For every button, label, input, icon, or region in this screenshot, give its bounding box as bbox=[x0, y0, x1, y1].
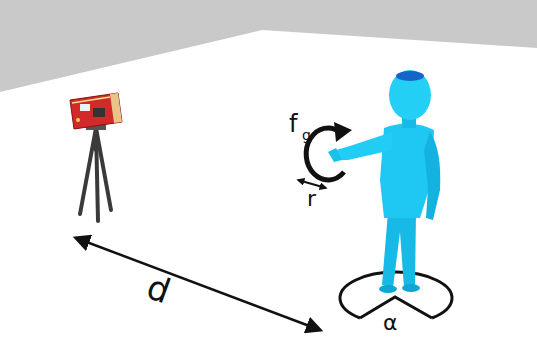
rotation-arrowhead bbox=[334, 122, 352, 142]
angle-label: α bbox=[383, 312, 398, 334]
distance-arrow bbox=[76, 238, 320, 330]
radar-board bbox=[70, 93, 122, 129]
frequency-label: f bbox=[289, 112, 297, 136]
frequency-subscript: g bbox=[302, 128, 311, 142]
distance-label: d bbox=[143, 269, 175, 308]
person-figure bbox=[328, 70, 440, 293]
wall bbox=[0, 0, 537, 92]
tripod bbox=[80, 126, 111, 221]
radius-arrow bbox=[298, 180, 326, 188]
radius-label: r bbox=[307, 188, 316, 210]
